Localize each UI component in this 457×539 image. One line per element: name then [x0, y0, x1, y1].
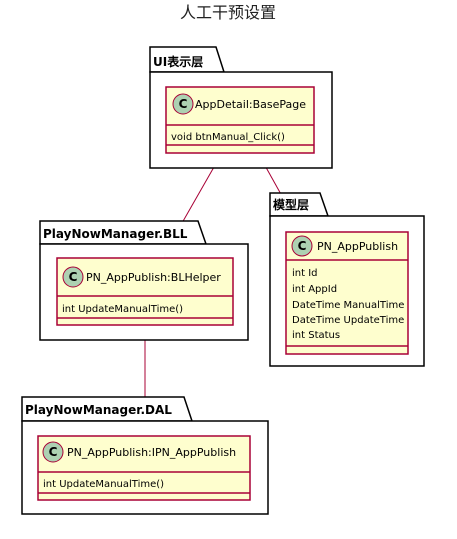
stereotype-letter: C [69, 270, 78, 284]
class-appdetail: C AppDetail:BasePage void btnManual_Clic… [165, 86, 315, 154]
stereotype-letter: C [298, 239, 307, 253]
package-label: PlayNowManager.BLL [43, 227, 188, 241]
class-stereotype-icon [291, 235, 313, 257]
class-member: int UpdateManualTime() [62, 304, 183, 315]
class-name: PN_AppPublish:BLHelper [86, 271, 221, 284]
class-member: DateTime ManualTime [292, 300, 404, 311]
class-name: PN_AppPublish [317, 240, 398, 253]
class-ipn-apppublish: C PN_AppPublish:IPN_AppPublish int Updat… [37, 435, 251, 501]
diagram-title: 人工干预设置 [180, 3, 276, 22]
class-member: int UpdateManualTime() [43, 479, 164, 490]
class-name: PN_AppPublish:IPN_AppPublish [67, 446, 236, 459]
class-member: int Status [292, 330, 340, 341]
class-member: DateTime UpdateTime [292, 315, 404, 326]
class-bl-helper: C PN_AppPublish:BLHelper int UpdateManua… [56, 257, 234, 326]
package-label: 模型层 [273, 197, 309, 212]
package-label: PlayNowManager.DAL [25, 403, 172, 417]
class-stereotype-icon [62, 266, 84, 288]
class-member: int AppId [292, 284, 337, 295]
package-label: UI表示层 [153, 54, 203, 69]
class-name: AppDetail:BasePage [195, 98, 306, 111]
class-member: int Id [292, 268, 318, 279]
class-member: void btnManual_Click() [171, 132, 285, 143]
class-stereotype-icon [42, 441, 64, 463]
class-pn-apppublish: C PN_AppPublish int Id int AppId DateTim… [285, 231, 409, 355]
stereotype-letter: C [179, 97, 188, 111]
stereotype-letter: C [49, 445, 58, 459]
class-stereotype-icon [172, 93, 194, 115]
